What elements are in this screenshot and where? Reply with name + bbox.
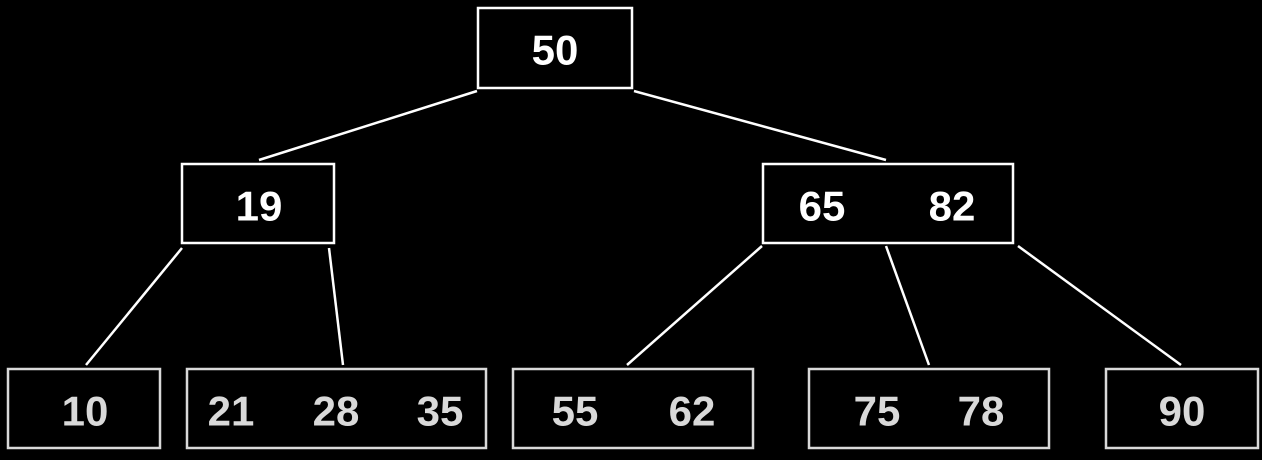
internal-node-65-82-key-1: 65 xyxy=(799,183,846,230)
leaf-node-55-62: 55 62 xyxy=(511,367,755,450)
root-key: 50 xyxy=(532,27,579,74)
edge-node-19-to-leaf-21-28-35 xyxy=(327,247,345,366)
leaf-node-10-box xyxy=(6,367,162,450)
leaf-node-75-78: 75 78 xyxy=(807,367,1051,450)
edge-root-to-node-19 xyxy=(258,89,478,162)
root-node-box xyxy=(476,6,634,90)
leaf-node-55-62-box xyxy=(511,367,755,450)
internal-node-65-82-box xyxy=(761,162,1015,245)
internal-node-65-82: 65 82 xyxy=(761,162,1015,245)
leaf-node-21-28-35: 21 28 35 xyxy=(185,367,488,450)
leaf-node-55-62-key-2: 62 xyxy=(669,388,716,435)
leaf-node-90: 90 xyxy=(1104,367,1260,450)
internal-node-19: 19 xyxy=(180,162,336,245)
edge-root-to-node-65-82 xyxy=(633,89,887,162)
leaf-node-10-key: 10 xyxy=(62,388,109,435)
leaf-node-21-28-35-key-2: 28 xyxy=(313,388,360,435)
internal-node-19-box xyxy=(180,162,336,245)
edge-node-19-to-leaf-10 xyxy=(85,247,183,366)
leaf-node-21-28-35-box xyxy=(185,367,488,450)
leaf-node-90-key: 90 xyxy=(1159,388,1206,435)
edge-node-65-82-to-leaf-75-78 xyxy=(884,245,931,366)
leaf-node-90-box xyxy=(1104,367,1260,450)
leaf-node-75-78-box xyxy=(807,367,1051,450)
leaf-node-21-28-35-key-1: 21 xyxy=(208,388,255,435)
leaf-node-55-62-key-1: 55 xyxy=(552,388,599,435)
internal-node-19-key: 19 xyxy=(236,183,283,230)
leaf-node-75-78-key-2: 78 xyxy=(958,388,1005,435)
edge-node-65-82-to-leaf-90 xyxy=(1017,244,1182,367)
leaf-node-10: 10 xyxy=(6,367,162,450)
internal-node-65-82-key-2: 82 xyxy=(929,183,976,230)
root-node: 50 xyxy=(476,6,634,90)
leaf-node-21-28-35-key-3: 35 xyxy=(417,388,464,435)
edge-node-65-82-to-leaf-55-62 xyxy=(626,245,763,366)
edges xyxy=(85,89,1182,367)
leaf-node-75-78-key-1: 75 xyxy=(854,388,901,435)
